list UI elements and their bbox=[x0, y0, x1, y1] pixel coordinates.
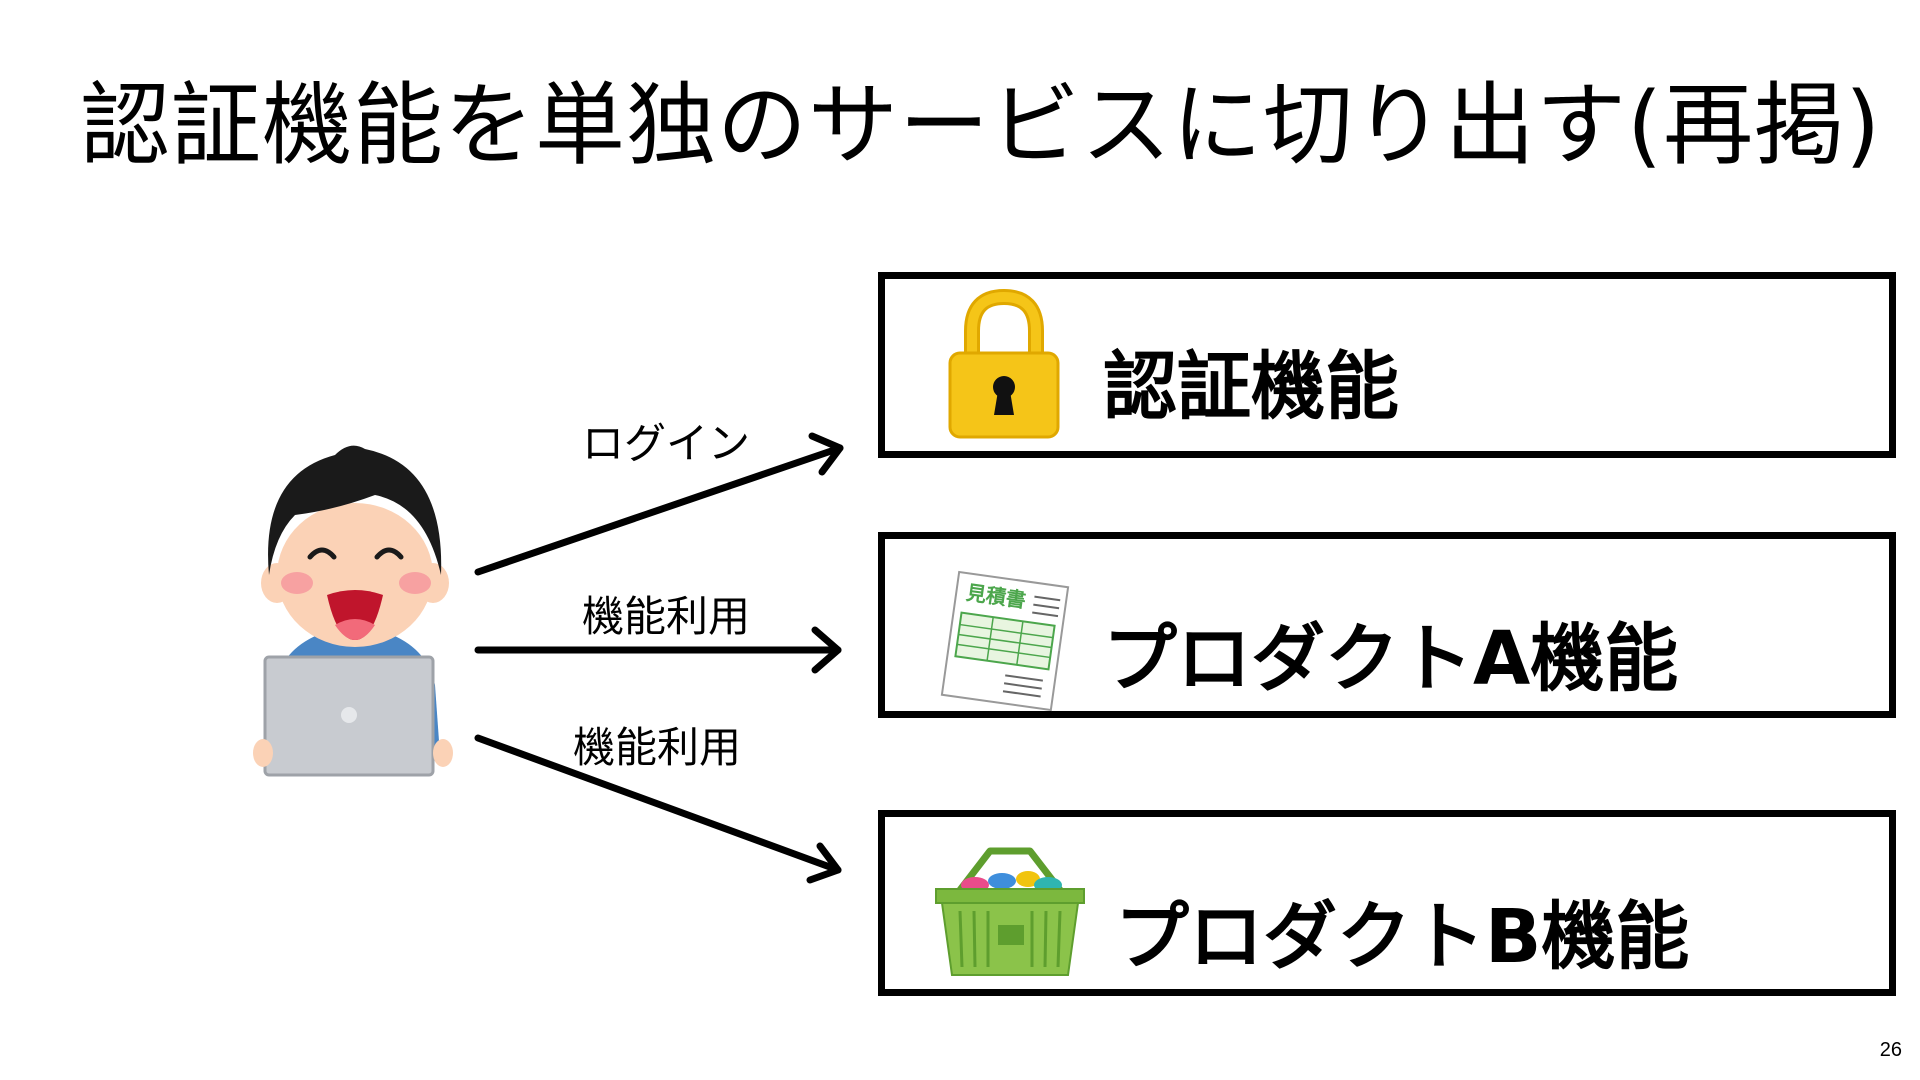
product-a-feature-label: プロダクトA機能 bbox=[1103, 616, 1679, 702]
shopping-basket-icon bbox=[935, 847, 1085, 976]
slide-title: 認証機能を単独のサービスに切り出す(再掲) bbox=[80, 73, 1882, 178]
product-b-feature-box: プロダクトB機能 bbox=[878, 810, 1896, 996]
product-b-feature-label: プロダクトB機能 bbox=[1115, 894, 1690, 980]
person-with-laptop-icon bbox=[253, 445, 453, 777]
product-a-feature-box: 見積書 プロダクトA機能 bbox=[878, 532, 1896, 718]
arrow-label-feature-a: 機能利用 bbox=[582, 592, 751, 641]
auth-feature-label: 認証機能 bbox=[1103, 344, 1399, 430]
estimate-document-icon: 見積書 bbox=[940, 570, 1070, 712]
arrow-label-feature-b: 機能利用 bbox=[573, 723, 742, 772]
auth-feature-box: 認証機能 bbox=[878, 272, 1896, 458]
arrow-label-login: ログイン bbox=[582, 419, 751, 468]
page-number: 26 bbox=[1879, 1039, 1902, 1061]
padlock-icon bbox=[948, 288, 1060, 439]
